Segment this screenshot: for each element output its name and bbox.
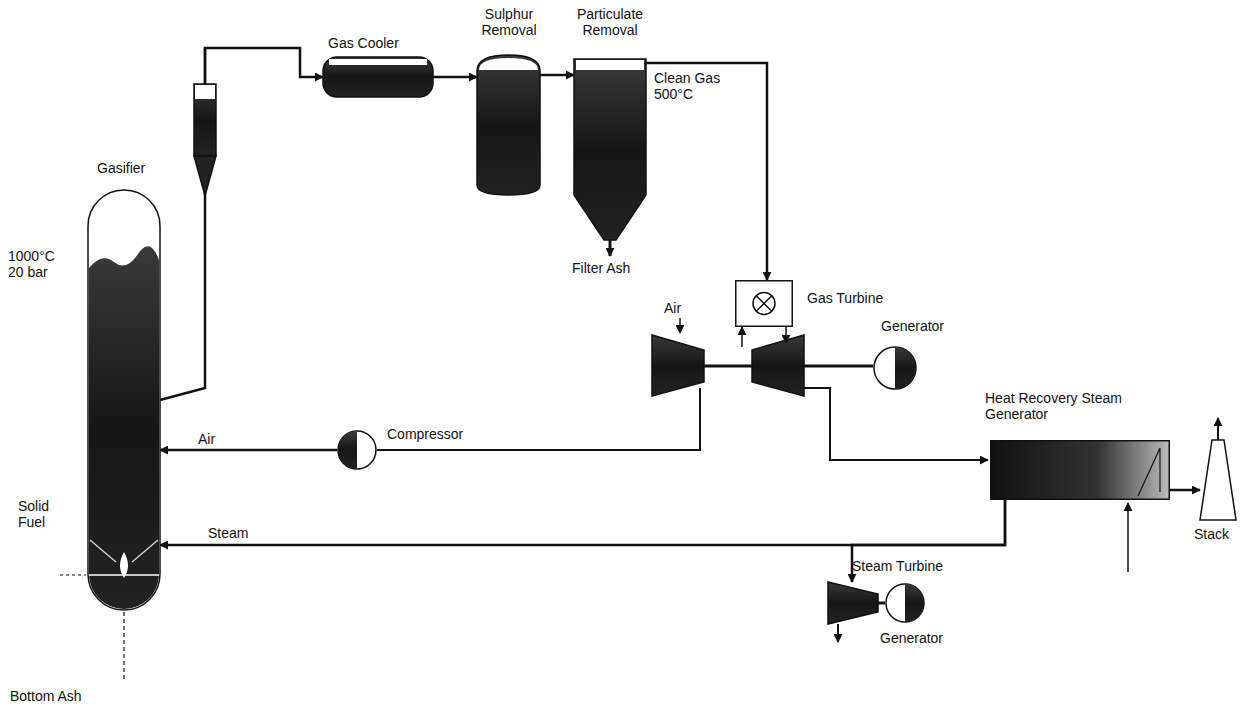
drum-shape [323,57,433,97]
ash-label: Bottom Ash [10,688,82,704]
component-label: Steam Turbine [852,558,943,574]
component-label: Heat Recovery Steam Generator [985,390,1155,422]
vessel-shape [477,55,540,195]
compressor: Compressor [337,430,377,470]
circle-shape [885,583,925,623]
circleL-shape [337,430,377,470]
stream-label: Steam [206,525,250,541]
pipe-connector [1170,489,1200,492]
fuel-feed [60,574,86,575]
stream-label: Air [196,431,217,447]
condition-label: 1000°C 20 bar [8,248,58,280]
pipe-connector [160,500,1005,545]
gas-turbine-combustor: Gas Turbine [735,280,793,327]
component-label: Generator [880,630,943,646]
hrsg-shape [990,440,1170,500]
filter-shape [574,55,646,240]
component-label: Gas Turbine [807,290,883,306]
stack-shape [1200,440,1236,520]
cyclone [194,48,216,196]
component-label: Gas Cooler [328,35,399,51]
feedwater-line [1127,503,1129,572]
component-label: Stack [1194,526,1229,542]
pipe-connector [646,63,767,280]
exhaust-line [837,624,839,642]
ash-line [123,612,124,682]
component-label: Gasifier [97,160,145,176]
pipe-connector [852,500,1005,582]
circle-shape [873,346,917,390]
heat-recovery-steam-generator: Heat Recovery Steam Generator [990,440,1170,500]
gasifier-vessel: Gasifier1000°C 20 bar [88,190,160,610]
pipe-connector [160,48,323,400]
gasifier-shape [88,190,160,610]
ash-outlet [609,240,612,256]
generator: Generator [873,346,917,390]
component-label: Generator [881,318,944,334]
gas-cooler: Gas Cooler [323,57,433,97]
pipe-connector [540,74,574,77]
component-label: Particulate Removal [562,6,658,38]
ash-label: Filter Ash [572,260,630,276]
turbine-shape [828,582,878,624]
stream-label: Clean Gas 500°C [652,70,728,102]
gas-turbine-set [377,318,988,460]
generator: Generator [885,583,925,623]
pipe-connector [160,449,337,452]
component-label: Compressor [387,426,463,442]
shaft [878,602,885,605]
combustor-shape [735,280,793,327]
stack: Stack [1200,440,1236,520]
pipe-connector [433,76,477,79]
sulphur-removal-vessel: Sulphur Removal [477,55,540,195]
particulate-filter: Particulate Removal [574,55,646,240]
component-label: Sulphur Removal [469,6,549,38]
air-inlet-label: Air [664,300,681,316]
steam-turbine: Steam Turbine [828,582,878,624]
fuel-feed-label: Solid Fuel [18,498,64,530]
stack-outlet [1217,418,1219,440]
